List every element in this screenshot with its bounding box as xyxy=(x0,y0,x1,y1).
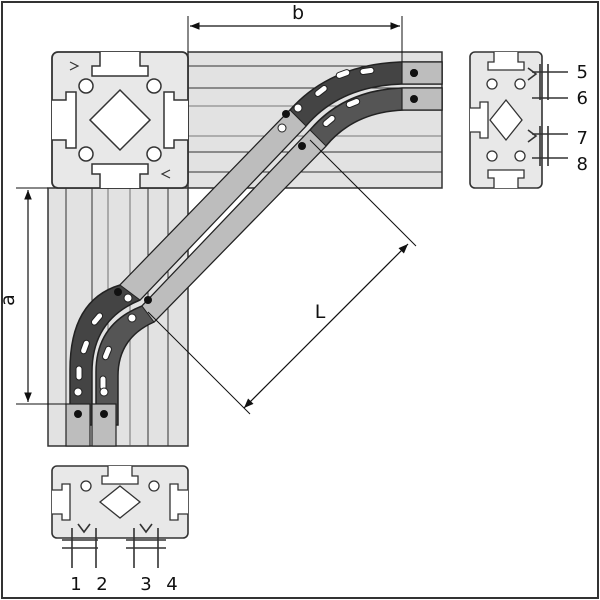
corner-profile-section xyxy=(51,51,189,189)
dimension-l xyxy=(147,139,417,415)
position-label-7: 7 xyxy=(577,128,588,149)
right-cable-fingers xyxy=(527,64,568,166)
straight-rail xyxy=(119,109,327,323)
connector-pins xyxy=(114,69,418,304)
bottom-profile-section xyxy=(51,465,189,539)
position-label-8: 8 xyxy=(577,154,588,175)
dimension-b-label: b xyxy=(292,2,304,24)
dimension-l-label: L xyxy=(315,301,326,323)
position-label-1: 1 xyxy=(70,574,81,595)
connector-holes xyxy=(73,66,375,397)
position-label-2: 2 xyxy=(96,574,107,595)
connector-ends-bottom xyxy=(65,403,117,447)
position-label-4: 4 xyxy=(166,574,177,595)
dimension-a xyxy=(16,187,66,405)
position-label-6: 6 xyxy=(577,88,588,109)
dimension-a-label: a xyxy=(0,294,19,306)
dimension-b xyxy=(187,16,403,62)
position-label-5: 5 xyxy=(577,62,588,83)
position-label-3: 3 xyxy=(140,574,151,595)
right-profile-section xyxy=(469,51,543,189)
bottom-cable-fingers xyxy=(62,523,166,568)
